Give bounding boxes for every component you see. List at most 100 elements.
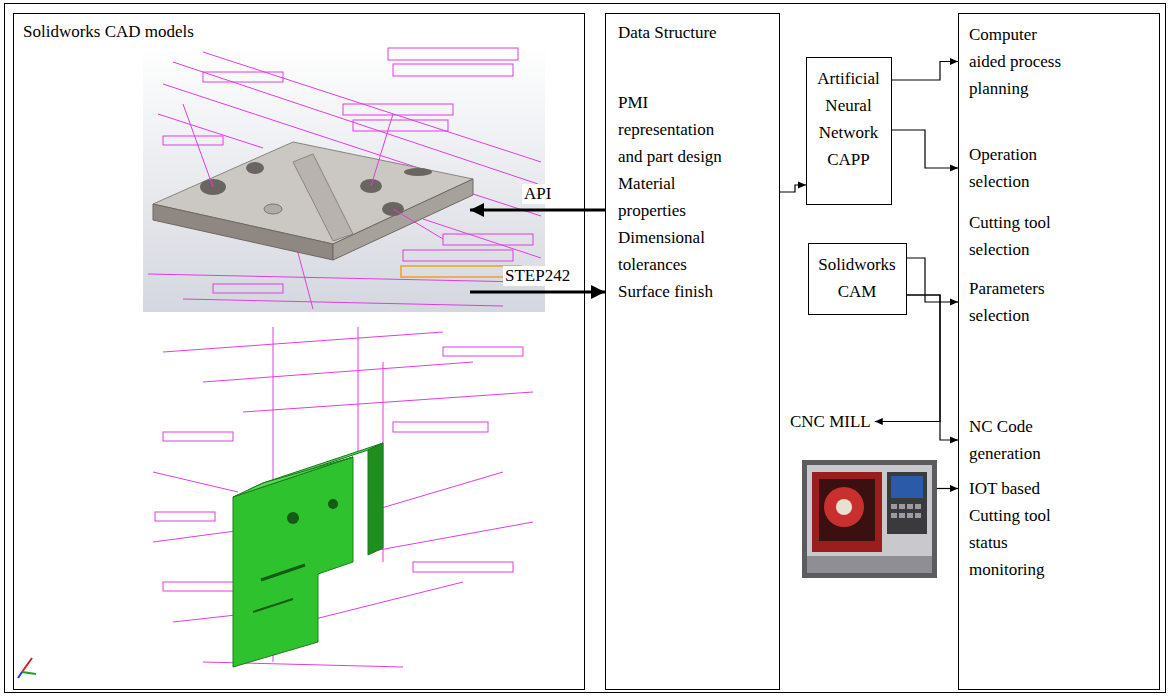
figure-shape bbox=[183, 104, 213, 187]
connector-line bbox=[875, 295, 940, 422]
figure-shape bbox=[143, 44, 545, 312]
figure-shape bbox=[891, 513, 897, 518]
flow-connector bbox=[907, 258, 958, 306]
figure-shape bbox=[413, 562, 513, 572]
figure-shape bbox=[371, 114, 393, 186]
node-title: Artificial Neural Network CAPP bbox=[811, 65, 886, 173]
arrow-head bbox=[950, 299, 958, 306]
arrow-head bbox=[950, 437, 958, 444]
axis-triad bbox=[18, 658, 36, 678]
arrow-head bbox=[798, 182, 806, 189]
node-text: IOT based Cutting tool status monitoring bbox=[969, 475, 1069, 583]
cad-render-bottom bbox=[143, 322, 545, 677]
cad-render-top bbox=[143, 44, 545, 312]
figure-shape bbox=[907, 504, 913, 509]
figure-shape bbox=[824, 487, 864, 527]
figure-shape bbox=[443, 234, 533, 245]
flow-connector bbox=[892, 58, 958, 80]
process-box: Artificial Neural Network CAPP bbox=[806, 57, 892, 205]
panel-box: Solidworks CAD models bbox=[13, 13, 585, 690]
flow-connector bbox=[892, 130, 958, 172]
process-list-box: Computer aided process planningOperation… bbox=[958, 13, 1160, 690]
arrow-head bbox=[950, 58, 958, 65]
figure-shape bbox=[802, 460, 937, 578]
figure-shape bbox=[393, 64, 513, 76]
figure-shape bbox=[887, 472, 927, 534]
figure-shape bbox=[807, 556, 932, 573]
figure-shape bbox=[333, 179, 473, 260]
figure-shape bbox=[287, 512, 299, 524]
node-title: Solidworks CAD models bbox=[23, 18, 194, 45]
node-title: Computer aided process planning bbox=[969, 21, 1069, 102]
figure-shape bbox=[915, 513, 921, 518]
outer-frame bbox=[5, 4, 1166, 693]
node-title: Data Structure bbox=[618, 19, 717, 46]
figure-shape bbox=[423, 219, 541, 258]
flow-connector bbox=[780, 182, 806, 193]
node-text: Material properties bbox=[618, 170, 728, 224]
connector-line bbox=[892, 130, 958, 168]
figure-shape bbox=[183, 104, 443, 239]
flow-connector bbox=[937, 485, 958, 492]
figure-shape bbox=[403, 250, 513, 261]
figure-shape bbox=[261, 565, 305, 580]
figure-shape bbox=[819, 479, 875, 541]
figure-shape bbox=[293, 154, 353, 241]
figure-shape bbox=[143, 322, 545, 677]
figure-shape bbox=[153, 472, 238, 492]
node-text: Parameters selection bbox=[969, 275, 1069, 329]
figure-shape bbox=[233, 457, 353, 497]
figure-shape bbox=[264, 204, 282, 214]
figure-shape bbox=[303, 582, 463, 622]
figure-shape bbox=[183, 299, 503, 306]
figure-shape bbox=[18, 672, 22, 678]
figure-shape bbox=[203, 362, 473, 382]
node-text: PMI representation and part design bbox=[618, 89, 728, 170]
figure-shape bbox=[891, 476, 923, 498]
node-text: NC Code generation bbox=[969, 413, 1069, 467]
edge-label: STEP242 bbox=[503, 266, 572, 286]
figure-shape bbox=[163, 432, 233, 441]
figure-shape bbox=[812, 472, 882, 552]
figure-shape bbox=[807, 465, 932, 573]
figure-shape bbox=[163, 332, 443, 352]
figure-shape bbox=[148, 48, 541, 309]
arrow-head bbox=[950, 485, 958, 492]
arrow-head bbox=[875, 418, 883, 425]
figure-shape bbox=[158, 114, 263, 148]
node-text: Cutting tool selection bbox=[969, 209, 1069, 263]
figure-shape bbox=[163, 136, 223, 145]
figure-shape bbox=[368, 443, 383, 555]
figure-shape bbox=[203, 72, 283, 82]
figure-shape bbox=[891, 504, 921, 518]
figure-shape bbox=[155, 512, 215, 521]
figure-shape bbox=[899, 513, 905, 518]
figure-shape bbox=[22, 658, 32, 672]
node-title: Solidworks CAM bbox=[813, 251, 901, 305]
figure-shape bbox=[246, 162, 264, 174]
figure-shape bbox=[343, 104, 453, 115]
figure-shape bbox=[368, 522, 533, 552]
figure-shape bbox=[148, 274, 523, 282]
node-text: Surface finish bbox=[618, 278, 728, 305]
figure-shape bbox=[368, 472, 503, 512]
figure-shape bbox=[393, 209, 443, 239]
figure-shape bbox=[443, 347, 523, 356]
process-box: Solidworks CAM bbox=[808, 243, 907, 315]
figure-shape bbox=[22, 672, 36, 674]
figure-shape bbox=[907, 513, 913, 518]
figure-shape bbox=[253, 599, 293, 612]
data-structure-box: Data StructurePMI representation and par… bbox=[605, 13, 780, 690]
figure-shape bbox=[393, 422, 488, 432]
figure-shape bbox=[404, 168, 432, 176]
cnc-machine-photo bbox=[802, 460, 937, 578]
connector-line bbox=[907, 295, 958, 440]
figure-shape bbox=[899, 504, 905, 509]
edge-label: API bbox=[522, 184, 553, 204]
figure-shape bbox=[388, 48, 518, 60]
machine-node: CNC MILL bbox=[790, 408, 937, 578]
arrow-head bbox=[470, 203, 484, 217]
figure-shape bbox=[153, 204, 333, 260]
